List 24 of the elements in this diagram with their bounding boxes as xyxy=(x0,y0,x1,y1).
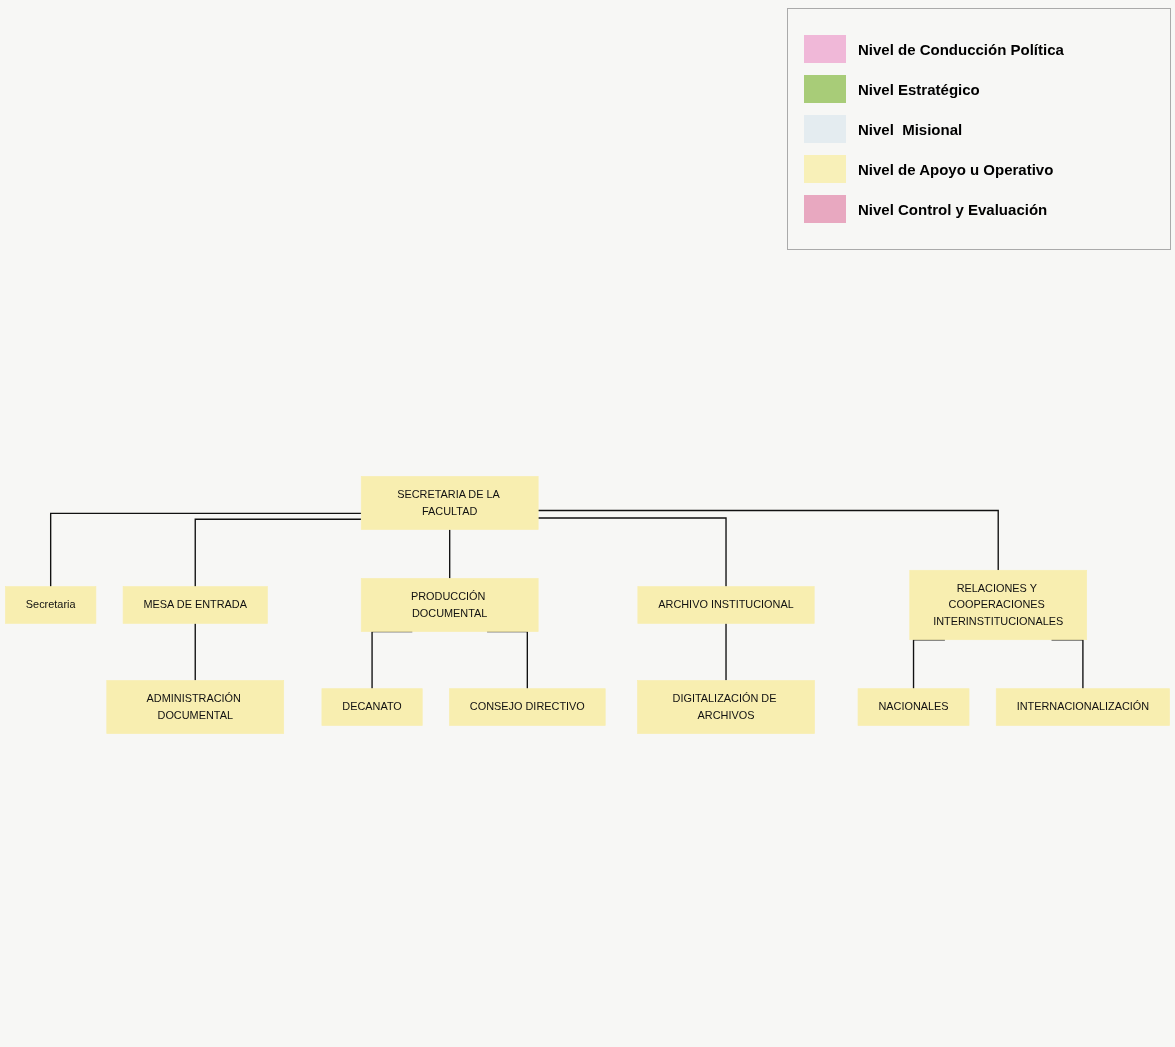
node-box: SECRETARIA DE LA FACULTAD xyxy=(360,476,539,530)
legend-label: Nivel Estratégico xyxy=(858,80,980,98)
connector xyxy=(194,518,362,588)
node-box: DECANATO xyxy=(321,688,423,726)
node-box: ARCHIVO INSTITUCIONAL xyxy=(637,586,815,624)
connector xyxy=(725,622,727,682)
node-box: INTERNACIONALIZACIÓN xyxy=(995,688,1170,726)
connector xyxy=(449,528,451,580)
connector xyxy=(537,509,999,571)
node-box: DIGITALIZACIÓN DE ARCHIVOS xyxy=(637,680,815,734)
legend-label: Nivel de Apoyo u Operativo xyxy=(858,160,1054,178)
legend-label: Nivel Misional xyxy=(858,120,963,138)
connector xyxy=(537,517,727,588)
node-box: PRODUCCIÓN DOCUMENTAL xyxy=(360,578,539,632)
connector xyxy=(50,512,362,588)
node-box: CONSEJO DIRECTIVO xyxy=(449,688,606,726)
node-box: NACIONALES xyxy=(857,688,970,726)
connector xyxy=(194,622,196,682)
node-box: ADMINISTRACIÓN DOCUMENTAL xyxy=(106,680,285,734)
node-box: MESA DE ENTRADA xyxy=(122,586,268,624)
legend-label: Nivel de Conducción Política xyxy=(858,40,1064,58)
node-box: Secretaria xyxy=(5,586,97,624)
legend-label: Nivel Control y Evaluación xyxy=(858,200,1048,218)
node-box: RELACIONES Y COOPERACIONES INTERINSTITUCIONALES xyxy=(909,569,1087,641)
